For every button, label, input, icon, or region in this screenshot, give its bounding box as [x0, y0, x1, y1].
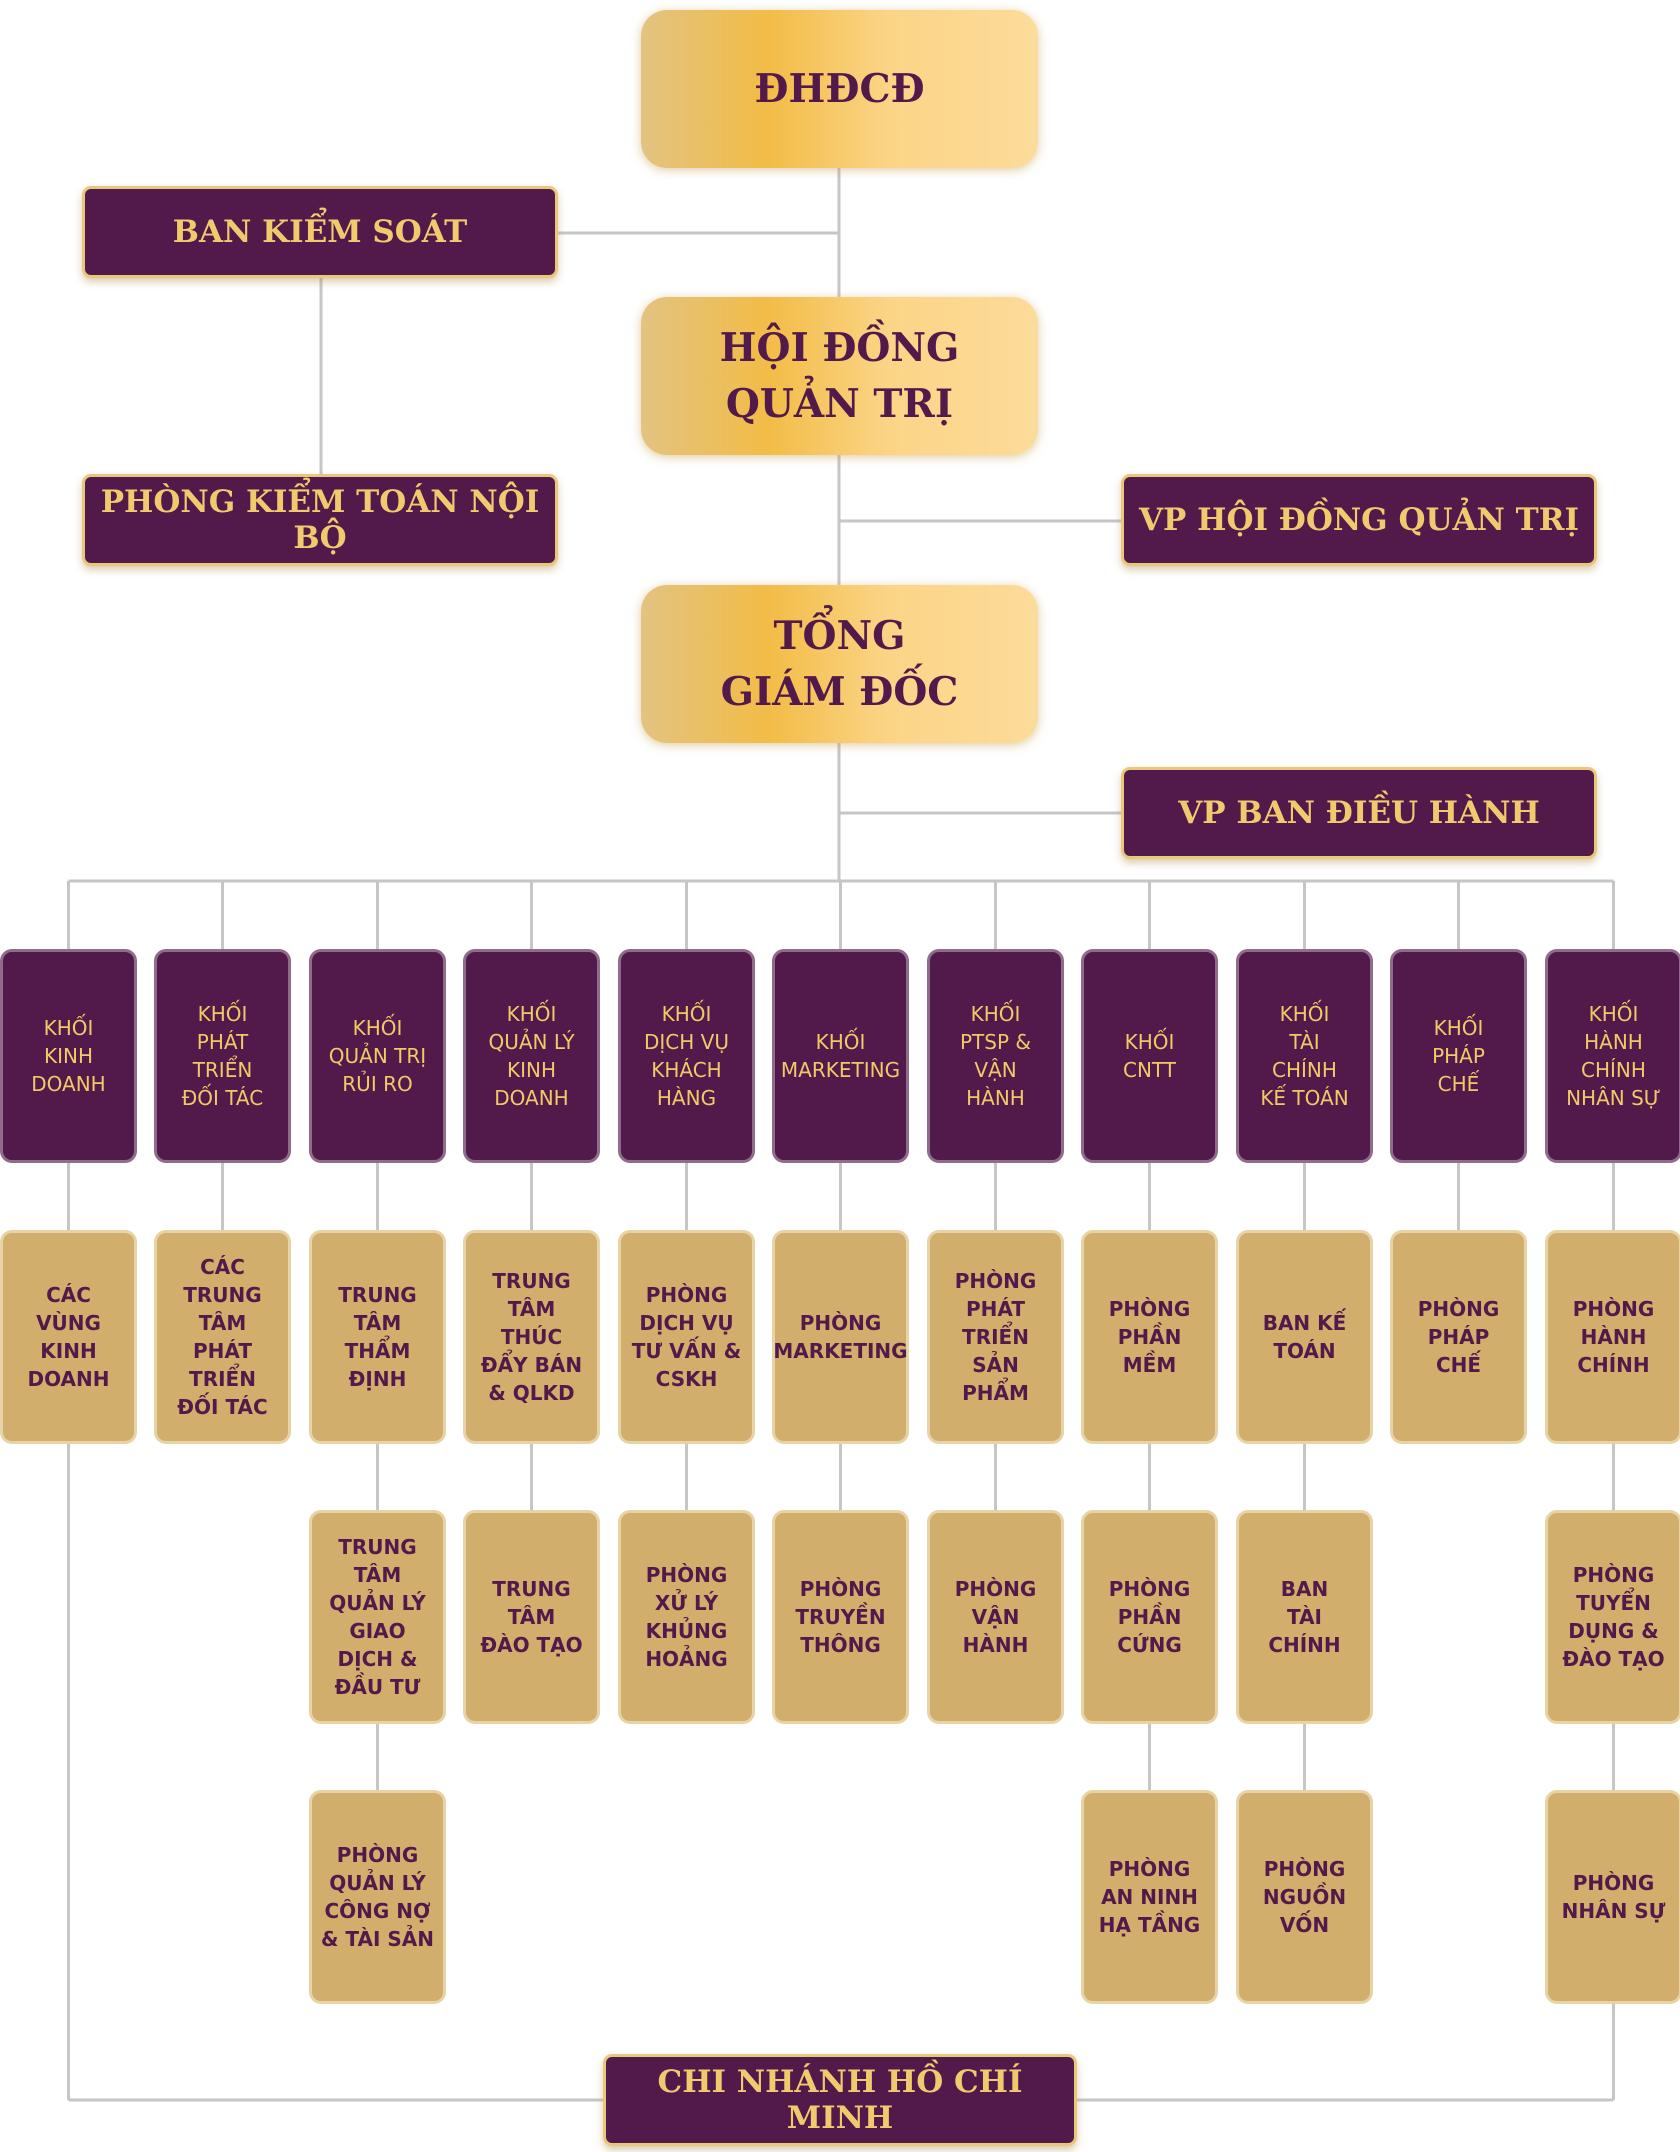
khoi-label: KHỐI MARKETING — [780, 1030, 901, 1082]
department-label: CÁC VÙNG KINH DOANH — [27, 1283, 110, 1391]
department-label: PHÒNG QUẢN LÝ CÔNG NỢ & TÀI SẢN — [321, 1843, 434, 1951]
khoi-label: KHỐI DỊCH VỤ KHÁCH HÀNG — [644, 1002, 729, 1110]
vp-hoi-dong-quan-tri-label: VP HỘI ĐỒNG QUẢN TRỊ — [1139, 502, 1579, 538]
department-box: TRUNG TÂM THÚC ĐẨY BÁN & QLKD — [463, 1230, 600, 1444]
ban-kiem-soat-box: BAN KIỂM SOÁT — [82, 186, 558, 278]
chi-nhanh-label: CHI NHÁNH HỒ CHÍ MINH — [657, 2064, 1023, 2136]
khoi-label: KHỐI HÀNH CHÍNH NHÂN SỰ — [1566, 1002, 1661, 1110]
khoi-label: KHỐI KINH DOANH — [31, 1016, 106, 1096]
khoi-label: KHỐI QUẢN TRỊ RỦI RO — [328, 1016, 427, 1096]
khoi-box: KHỐI DỊCH VỤ KHÁCH HÀNG — [618, 949, 755, 1163]
department-label: PHÒNG NGUỒN VỐN — [1262, 1857, 1347, 1937]
department-box: PHÒNG PHẦN MỀM — [1081, 1230, 1218, 1444]
department-box: TRUNG TÂM ĐÀO TẠO — [463, 1510, 600, 1724]
department-box: BAN TÀI CHÍNH — [1236, 1510, 1373, 1724]
department-label: PHÒNG VẬN HÀNH — [954, 1577, 1037, 1657]
department-label: PHÒNG DỊCH VỤ TƯ VẤN & CSKH — [631, 1283, 742, 1391]
department-label: PHÒNG XỬ LÝ KHỦNG HOẢNG — [645, 1563, 728, 1671]
khoi-label: KHỐI PTSP & VẬN HÀNH — [960, 1002, 1031, 1110]
department-label: PHÒNG MARKETING — [773, 1311, 908, 1363]
department-box: TRUNG TÂM QUẢN LÝ GIAO DỊCH & ĐẦU TƯ — [309, 1510, 446, 1724]
department-label: PHÒNG HÀNH CHÍNH — [1572, 1297, 1655, 1377]
department-box: PHÒNG DỊCH VỤ TƯ VẤN & CSKH — [618, 1230, 755, 1444]
department-box: PHÒNG NHÂN SỰ — [1545, 1790, 1680, 2004]
department-box: PHÒNG MARKETING — [772, 1230, 909, 1444]
khoi-box: KHỐI TÀI CHÍNH KẾ TOÁN — [1236, 949, 1373, 1163]
khoi-box: KHỐI QUẢN LÝ KINH DOANH — [463, 949, 600, 1163]
hoi-dong-quan-tri-label: HỘI ĐỒNG QUẢN TRỊ — [719, 325, 960, 427]
department-box: PHÒNG TUYỂN DỤNG & ĐÀO TẠO — [1545, 1510, 1680, 1724]
department-label: TRUNG TÂM THẨM ĐỊNH — [338, 1283, 417, 1391]
tong-giam-doc-label: TỔNG GIÁM ĐỐC — [720, 613, 959, 715]
department-label: BAN KẾ TOÁN — [1262, 1311, 1347, 1363]
khoi-box: KHỐI KINH DOANH — [0, 949, 137, 1163]
ban-kiem-soat-label: BAN KIỂM SOÁT — [172, 214, 468, 250]
vp-ban-dieu-hanh-box: VP BAN ĐIỀU HÀNH — [1121, 767, 1597, 859]
vp-ban-dieu-hanh-label: VP BAN ĐIỀU HÀNH — [1178, 795, 1540, 831]
hoi-dong-quan-tri-box: HỘI ĐỒNG QUẢN TRỊ — [641, 297, 1038, 455]
department-box: PHÒNG QUẢN LÝ CÔNG NỢ & TÀI SẢN — [309, 1790, 446, 2004]
khoi-label: KHỐI PHÁT TRIỂN ĐỐI TÁC — [181, 1002, 264, 1110]
department-label: PHÒNG TUYỂN DỤNG & ĐÀO TẠO — [1562, 1563, 1665, 1671]
khoi-label: KHỐI QUẢN LÝ KINH DOANH — [488, 1002, 575, 1110]
khoi-box: KHỐI PTSP & VẬN HÀNH — [927, 949, 1064, 1163]
khoi-box: KHỐI QUẢN TRỊ RỦI RO — [309, 949, 446, 1163]
department-label: PHÒNG PHÁP CHẾ — [1417, 1297, 1500, 1377]
department-label: TRUNG TÂM THÚC ĐẨY BÁN & QLKD — [480, 1269, 583, 1405]
phong-kiem-toan-box: PHÒNG KIỂM TOÁN NỘI BỘ — [82, 474, 558, 566]
dhdcd-label: ĐHĐCĐ — [754, 66, 925, 112]
department-box: CÁC TRUNG TÂM PHÁT TRIỂN ĐỐI TÁC — [154, 1230, 291, 1444]
department-box: PHÒNG XỬ LÝ KHỦNG HOẢNG — [618, 1510, 755, 1724]
department-box: BAN KẾ TOÁN — [1236, 1230, 1373, 1444]
khoi-label: KHỐI PHÁP CHẾ — [1432, 1016, 1485, 1096]
chi-nhanh-box: CHI NHÁNH HỒ CHÍ MINH — [603, 2054, 1077, 2146]
khoi-box: KHỐI HÀNH CHÍNH NHÂN SỰ — [1545, 949, 1680, 1163]
department-box: TRUNG TÂM THẨM ĐỊNH — [309, 1230, 446, 1444]
khoi-box: KHỐI CNTT — [1081, 949, 1218, 1163]
department-box: PHÒNG AN NINH HẠ TẦNG — [1081, 1790, 1218, 2004]
department-box: PHÒNG NGUỒN VỐN — [1236, 1790, 1373, 2004]
department-box: PHÒNG PHÁT TRIỂN SẢN PHẨM — [927, 1230, 1064, 1444]
khoi-box: KHỐI PHÁP CHẾ — [1390, 949, 1527, 1163]
department-box: PHÒNG HÀNH CHÍNH — [1545, 1230, 1680, 1444]
phong-kiem-toan-label: PHÒNG KIỂM TOÁN NỘI BỘ — [100, 484, 540, 556]
department-box: PHÒNG PHẦN CỨNG — [1081, 1510, 1218, 1724]
dhdcd-box: ĐHĐCĐ — [641, 10, 1038, 168]
department-label: PHÒNG PHẦN MỀM — [1108, 1297, 1191, 1377]
department-box: PHÒNG VẬN HÀNH — [927, 1510, 1064, 1724]
department-label: PHÒNG NHÂN SỰ — [1561, 1871, 1666, 1923]
department-label: TRUNG TÂM QUẢN LÝ GIAO DỊCH & ĐẦU TƯ — [329, 1535, 426, 1699]
vp-hoi-dong-quan-tri-box: VP HỘI ĐỒNG QUẢN TRỊ — [1121, 474, 1597, 566]
tong-giam-doc-box: TỔNG GIÁM ĐỐC — [641, 585, 1038, 743]
department-label: PHÒNG PHẦN CỨNG — [1108, 1577, 1191, 1657]
khoi-label: KHỐI TÀI CHÍNH KẾ TOÁN — [1260, 1002, 1349, 1110]
department-label: PHÒNG PHÁT TRIỂN SẢN PHẨM — [954, 1269, 1037, 1405]
khoi-box: KHỐI PHÁT TRIỂN ĐỐI TÁC — [154, 949, 291, 1163]
department-box: PHÒNG PHÁP CHẾ — [1390, 1230, 1527, 1444]
department-label: CÁC TRUNG TÂM PHÁT TRIỂN ĐỐI TÁC — [177, 1255, 268, 1419]
department-label: PHÒNG TRUYỀN THÔNG — [795, 1577, 886, 1657]
khoi-label: KHỐI CNTT — [1122, 1030, 1176, 1082]
department-label: TRUNG TÂM ĐÀO TẠO — [480, 1577, 583, 1657]
department-box: PHÒNG TRUYỀN THÔNG — [772, 1510, 909, 1724]
khoi-box: KHỐI MARKETING — [772, 949, 909, 1163]
department-box: CÁC VÙNG KINH DOANH — [0, 1230, 137, 1444]
department-label: BAN TÀI CHÍNH — [1268, 1577, 1341, 1657]
department-label: PHÒNG AN NINH HẠ TẦNG — [1098, 1857, 1201, 1937]
